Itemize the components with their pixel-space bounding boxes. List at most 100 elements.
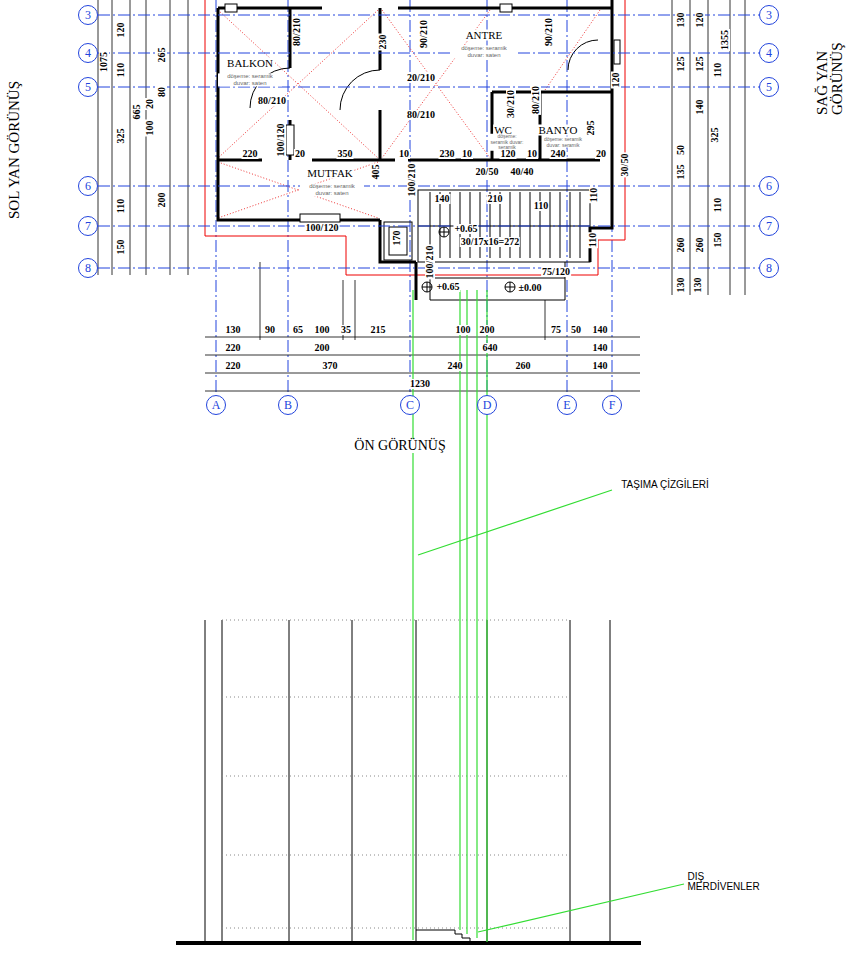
axis-bubble: 4 <box>759 43 779 63</box>
dimension-text: 90 <box>264 325 276 335</box>
dimension-lines <box>98 0 745 391</box>
line-shape <box>476 290 477 938</box>
axis-label: F <box>607 397 618 413</box>
dimension-text: 120 <box>500 149 517 159</box>
axis-label: 8 <box>764 260 774 276</box>
axis-bubble: 3 <box>759 5 779 25</box>
rect-shape <box>286 125 294 155</box>
dimension-text: 215 <box>370 325 387 335</box>
dimension-text: 20 <box>595 149 607 159</box>
dimension-text: 130 <box>676 12 686 29</box>
room-name: BALKON <box>226 58 274 69</box>
dimension-text: 405 <box>371 164 381 181</box>
circle-shape <box>505 282 515 292</box>
dimension-text: 100 <box>145 120 155 137</box>
axis-label: 4 <box>764 45 774 61</box>
dimension-text: 370 <box>322 361 339 371</box>
axis-bubble: 8 <box>759 258 779 278</box>
dimension-text: 110 <box>588 232 598 248</box>
dimension-text: 120 <box>695 12 705 29</box>
dimension-text: 30/17x16=272 <box>460 237 520 247</box>
dimension-text: 260 <box>515 361 532 371</box>
dimension-text: +0.65 <box>435 282 460 292</box>
line-shape <box>205 620 206 942</box>
line-shape <box>170 0 171 275</box>
line-shape <box>289 620 290 942</box>
axis-bubble: 5 <box>78 77 98 97</box>
dimension-text: 20 <box>294 149 306 159</box>
path-shape <box>218 0 612 300</box>
dimension-text: 120 <box>116 22 126 39</box>
dimension-text: 75/120 <box>541 267 571 277</box>
finish-note: döşeme: seramik duvar: saten <box>218 73 282 86</box>
dimension-text: 130 <box>676 277 686 294</box>
dimension-text: 35 <box>340 325 352 335</box>
dimension-text: 220 <box>242 149 259 159</box>
dimension-text: 130 <box>225 325 242 335</box>
view-title: SOL YAN GÖRÜNÜŞ <box>7 80 22 220</box>
line-shape <box>708 0 709 295</box>
dimension-text: 260 <box>676 237 686 254</box>
dimension-text: 140 <box>592 343 609 353</box>
dimension-text: 80/210 <box>257 96 287 106</box>
axis-label: 4 <box>83 45 93 61</box>
axis-label: D <box>481 397 494 413</box>
dimension-text: 20/50 <box>475 167 500 177</box>
grid-axis-line <box>98 53 759 54</box>
dimension-text: 20 <box>145 98 155 110</box>
axis-label: 5 <box>764 79 774 95</box>
rect-shape <box>384 222 412 260</box>
dimension-text: 80 <box>157 86 167 98</box>
dimension-text: 230 <box>439 149 456 159</box>
view-title: ÖN GÖRÜNÜŞ <box>353 439 446 453</box>
path-shape <box>568 40 598 70</box>
dimension-text: 100/210 <box>425 245 435 280</box>
front-elevation <box>205 620 610 942</box>
axis-bubble: 3 <box>78 5 98 25</box>
line-shape <box>146 0 147 275</box>
axis-bubble: 4 <box>78 43 98 63</box>
dimension-text: 100/120 <box>305 223 340 233</box>
rect-shape <box>614 40 620 64</box>
line-shape <box>545 300 546 340</box>
dimension-text: 295 <box>586 120 596 137</box>
projection-lines <box>413 290 684 942</box>
axis-bubble: 6 <box>78 176 98 196</box>
line-shape <box>222 855 570 856</box>
path-shape <box>218 10 600 218</box>
circle-shape <box>422 282 432 292</box>
axis-label: A <box>210 397 223 413</box>
circle-shape <box>439 227 449 237</box>
rect-shape <box>389 227 407 255</box>
path-shape <box>430 192 580 258</box>
dimension-text: 220 <box>225 361 242 371</box>
line-shape <box>288 0 289 394</box>
axis-label: 5 <box>83 79 93 95</box>
dimension-text: 10 <box>461 149 473 159</box>
axis-label: 3 <box>764 7 774 23</box>
axis-bubble: B <box>278 395 298 415</box>
line-shape <box>690 0 691 295</box>
dimension-text: 120 <box>611 72 621 89</box>
grid-axis-line <box>98 87 759 88</box>
line-shape <box>222 697 570 698</box>
axis-bubble: E <box>557 395 577 415</box>
dimension-text: 200 <box>157 192 167 209</box>
finish-note: döşeme: seramik duvar: seramik <box>489 134 525 151</box>
axis-label: 7 <box>83 218 93 234</box>
dimension-text: 240 <box>550 149 567 159</box>
axis-label: B <box>282 397 294 413</box>
rect-shape <box>225 4 237 12</box>
elevation-floor-lines <box>222 620 570 928</box>
line-shape <box>416 620 417 942</box>
grid-axis-line <box>98 186 759 187</box>
dimension-text: 80/210 <box>292 17 302 47</box>
path-shape <box>439 227 449 237</box>
dimension-text: 260 <box>695 237 705 254</box>
axis-label: 6 <box>764 178 774 194</box>
dimension-text: 40/40 <box>510 167 535 177</box>
dimension-text: 210 <box>487 194 504 204</box>
dimension-text: 110 <box>713 62 723 78</box>
